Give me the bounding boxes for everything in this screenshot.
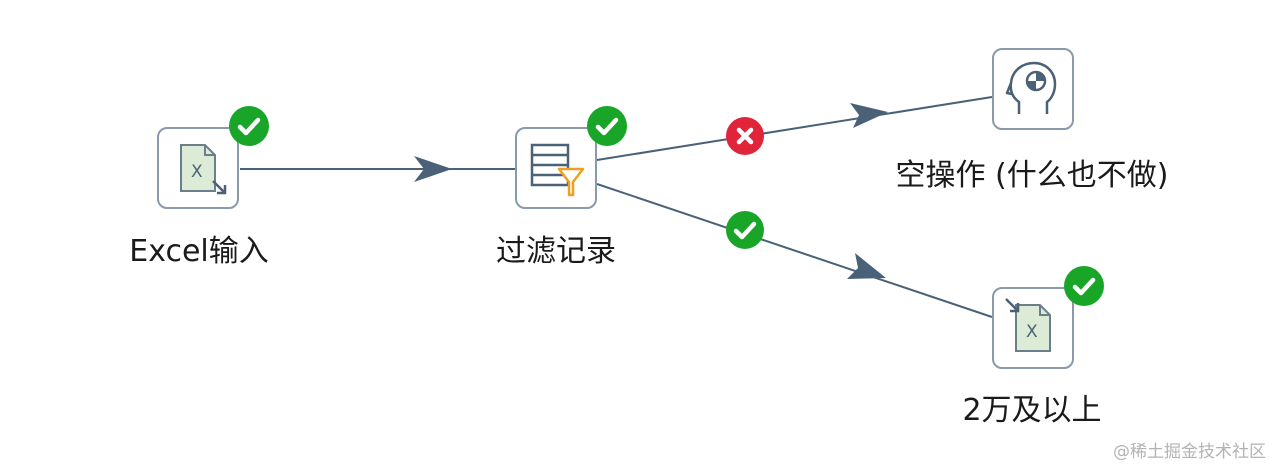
hop-error-badge[interactable] — [726, 117, 764, 155]
filter-icon — [530, 143, 585, 197]
svg-text:X: X — [1026, 322, 1038, 342]
step-label-dummy: 空操作 (什么也不做) — [895, 158, 1169, 193]
step-dummy[interactable] — [992, 48, 1074, 130]
hop-filter-to-output[interactable] — [596, 183, 993, 318]
excel-input-icon: X — [180, 144, 227, 195]
hop-filter-to-dummy[interactable] — [596, 96, 993, 161]
checkmark-icon — [237, 117, 261, 136]
step-ok-badge — [1064, 266, 1104, 306]
step-label-excel-output: 2万及以上 — [962, 393, 1102, 428]
hop-input-to-filter[interactable] — [240, 156, 515, 182]
step-label-filter: 过滤记录 — [496, 234, 616, 269]
head-icon — [1005, 61, 1057, 114]
watermark: @稀土掘金技术社区 — [1113, 442, 1266, 462]
step-label-excel-input: Excel输入 — [129, 234, 269, 269]
close-icon — [736, 127, 754, 145]
hop-ok-badge[interactable] — [726, 211, 764, 249]
step-filter[interactable] — [515, 127, 597, 209]
checkmark-icon — [595, 117, 619, 136]
excel-output-icon: X — [1005, 298, 1051, 352]
svg-text:X: X — [191, 162, 203, 182]
step-ok-badge — [229, 106, 269, 146]
checkmark-icon — [733, 221, 757, 240]
checkmark-icon — [1072, 277, 1096, 296]
step-ok-badge — [587, 106, 627, 146]
step-excel-output[interactable]: X — [992, 287, 1074, 369]
step-excel-input[interactable]: X — [157, 127, 239, 209]
